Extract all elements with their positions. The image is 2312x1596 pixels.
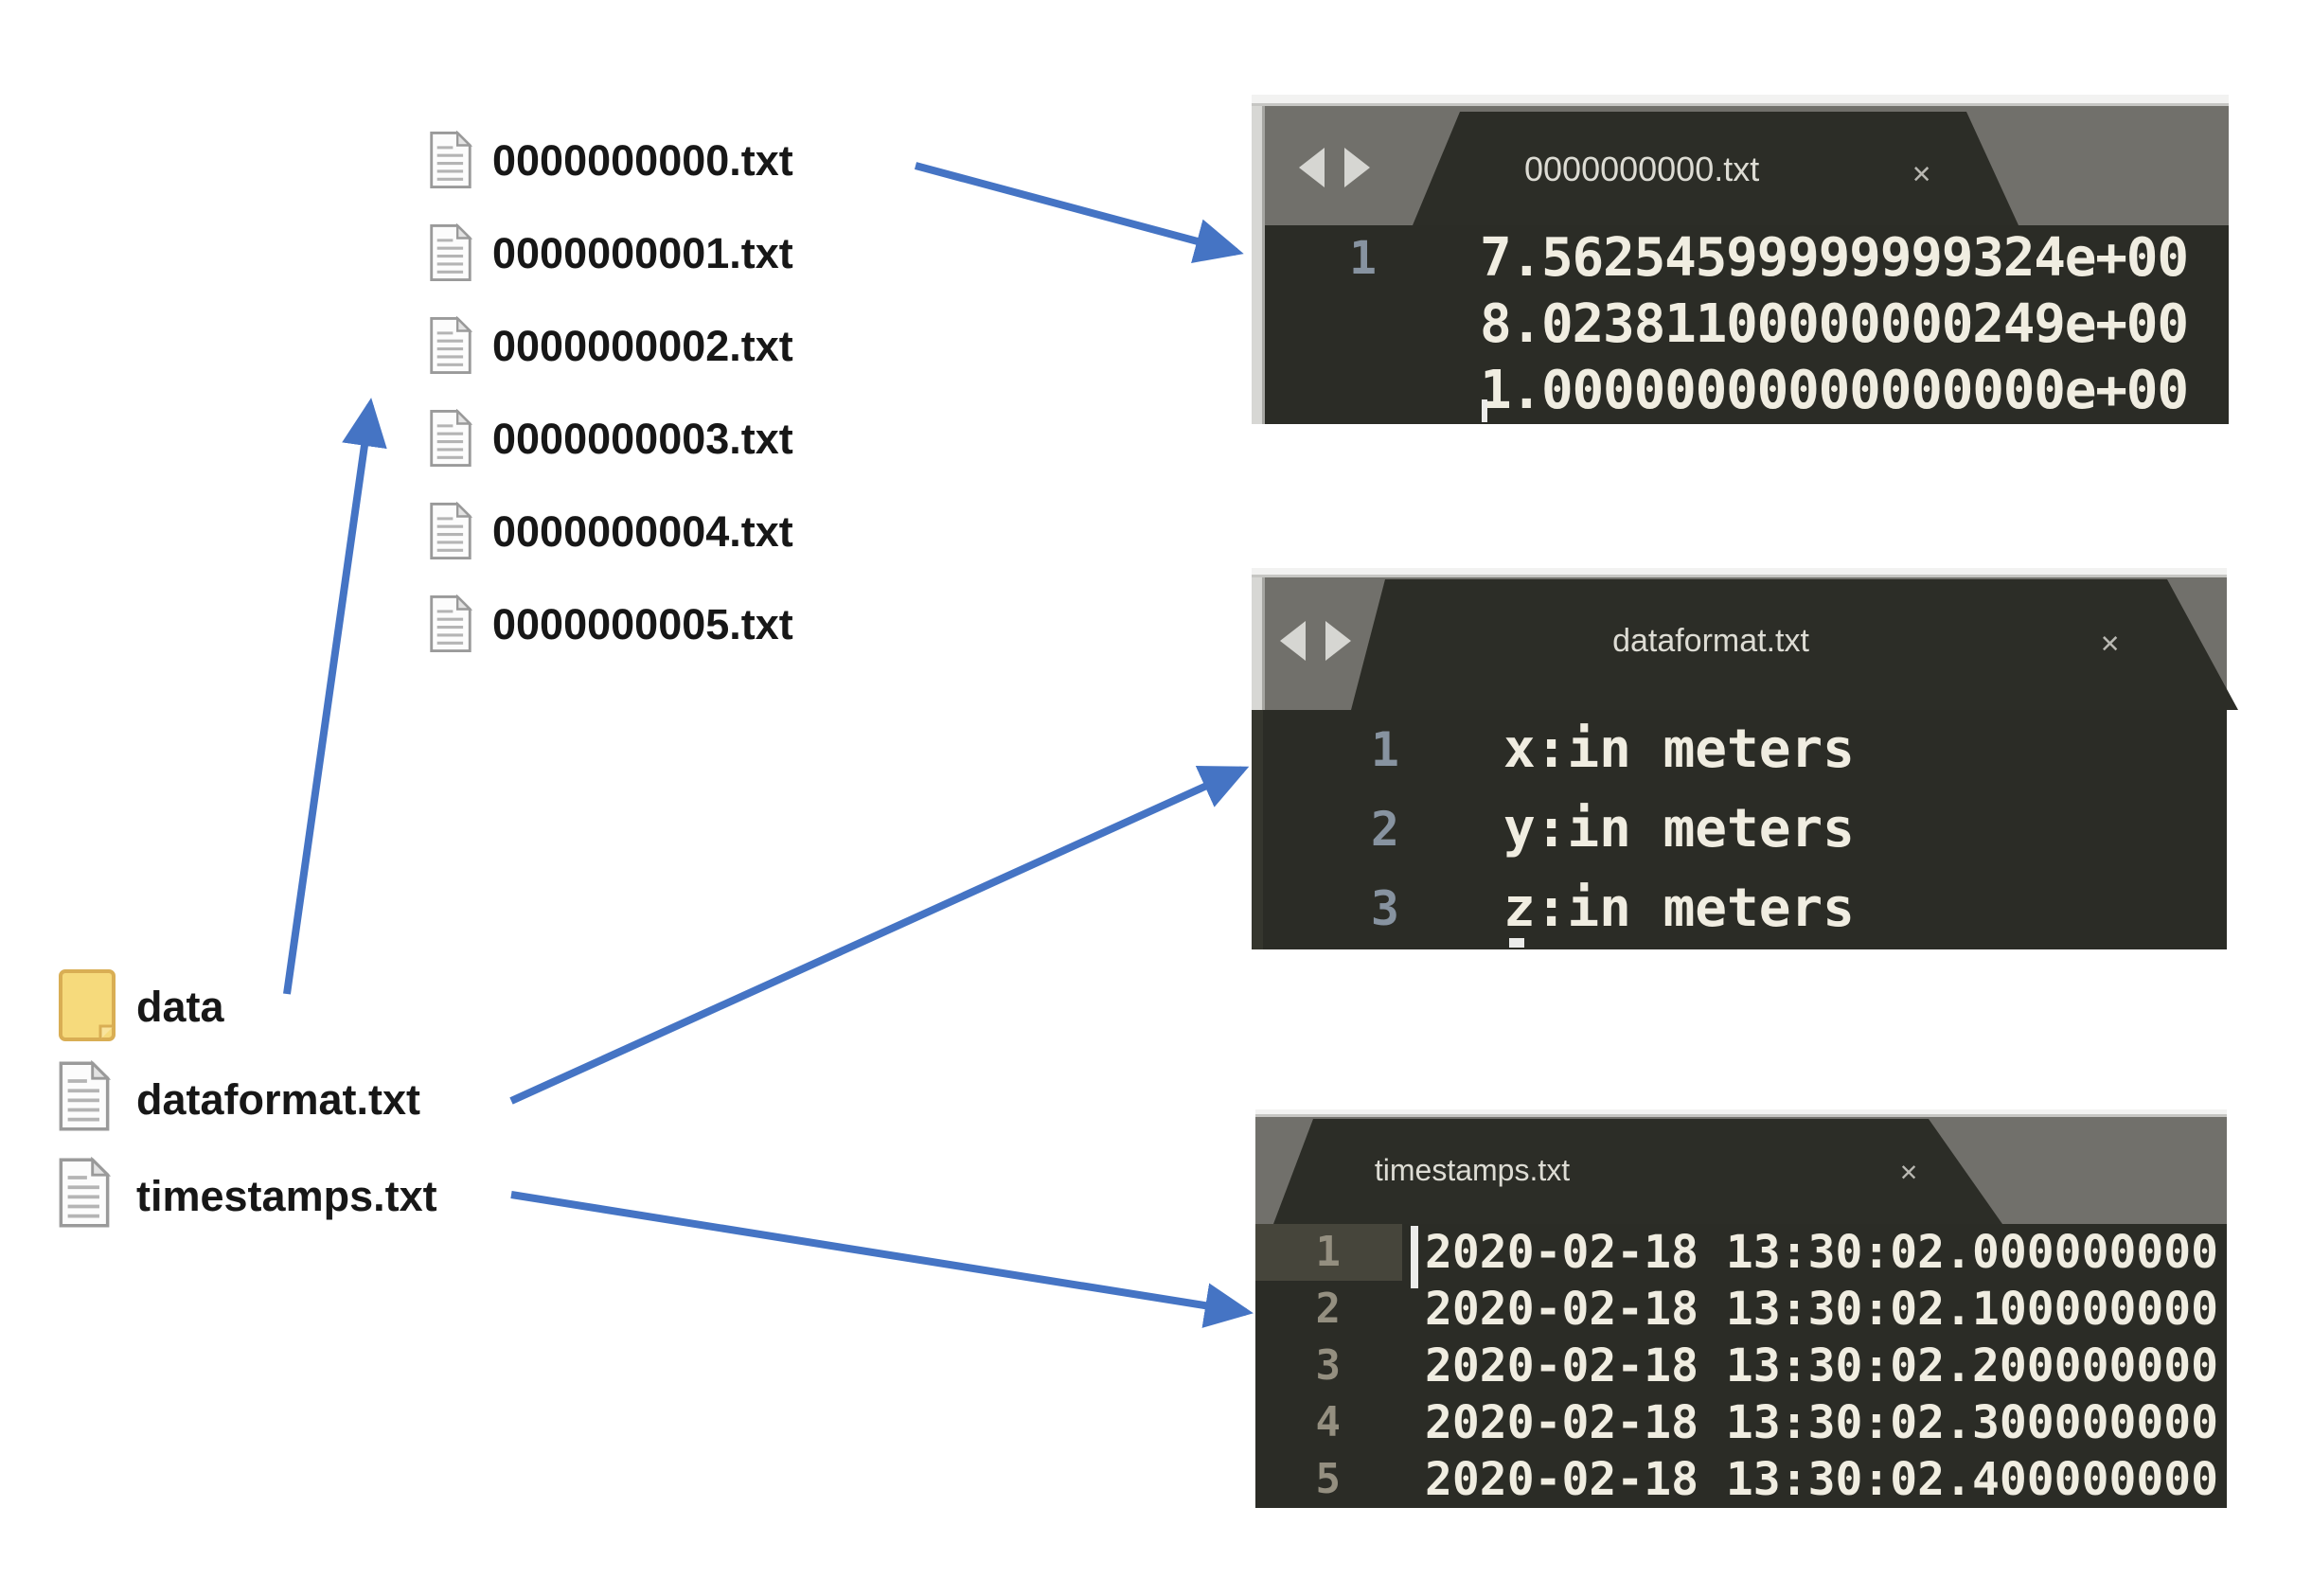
window-top-strip: [1252, 95, 2229, 106]
nav-back-icon[interactable]: [1299, 148, 1325, 187]
code-line: 8.02381100000000249e+00: [1265, 292, 2229, 358]
code-line: 2 2020-02-18 13:30:02.100000000: [1255, 1281, 2227, 1338]
document-icon: [428, 594, 473, 658]
document-icon: [57, 1059, 112, 1137]
code-text: 2020-02-18 13:30:02.100000000: [1425, 1283, 2219, 1336]
code-text: 7.56254599999999324e+00: [1480, 227, 2189, 289]
file-list-item[interactable]: 0000000004.txt: [417, 488, 947, 576]
folder-icon: [57, 967, 119, 1050]
code-text: y:in meters: [1503, 798, 1855, 860]
line-number: 3: [1315, 1341, 1342, 1390]
window-top-strip: [1255, 1109, 2227, 1117]
nav-forward-icon[interactable]: [1344, 148, 1370, 187]
line-number: [1265, 358, 1382, 424]
arrow-data-to-filelist: [283, 398, 387, 995]
code-line: 3 z:in meters: [1263, 869, 2227, 949]
text-caret: [1411, 1226, 1418, 1288]
line-number: [1265, 292, 1382, 358]
line-number: 3: [1370, 881, 1399, 936]
close-icon[interactable]: ✕: [1900, 1155, 1918, 1188]
tab-bar: timestamps.txt ✕: [1255, 1117, 2227, 1224]
code-line: 1 7.56254599999999324e+00: [1265, 225, 2229, 292]
explorer-item-dataformat[interactable]: dataformat.txt: [53, 1055, 640, 1145]
tab-bar: 0000000000.txt ✕: [1265, 106, 2229, 225]
code-line: 1 2020-02-18 13:30:02.000000000: [1255, 1224, 2227, 1281]
file-list-item[interactable]: 0000000003.txt: [417, 396, 947, 483]
explorer-item-label: dataformat.txt: [136, 1075, 421, 1124]
file-name: 0000000002.txt: [492, 322, 793, 370]
explorer-item-data[interactable]: data: [53, 962, 640, 1053]
line-number: 5: [1315, 1455, 1342, 1503]
line-number: 4: [1315, 1398, 1342, 1446]
arrow-file0-to-editor: [914, 162, 1244, 263]
file-list-item[interactable]: 0000000005.txt: [417, 581, 947, 668]
file-name: 0000000005.txt: [492, 600, 793, 648]
file-list-item[interactable]: 0000000000.txt: [417, 117, 947, 204]
file-name: 0000000000.txt: [492, 136, 793, 185]
code-text: x:in meters: [1503, 718, 1855, 780]
nav-back-icon[interactable]: [1280, 621, 1306, 661]
document-icon: [428, 130, 473, 194]
editor-content[interactable]: 1 2020-02-18 13:30:02.000000000 2 2020-02-1…: [1255, 1224, 2227, 1508]
tab-bar: dataformat.txt ✕: [1265, 577, 2238, 710]
editor-content[interactable]: 1 x:in meters 2 y:in meters 3 z:in meters: [1252, 710, 2227, 949]
code-text: 8.02381100000000249e+00: [1480, 293, 2189, 355]
nav-forward-icon[interactable]: [1325, 621, 1351, 661]
code-text: 2020-02-18 13:30:02.400000000: [1425, 1453, 2219, 1506]
code-line: 1.00000000000000000e+00: [1265, 358, 2229, 424]
editor-panel-dataformat: dataformat.txt ✕ 1 x:in meters 2 y:in meter…: [1252, 568, 2238, 949]
file-list-item[interactable]: 0000000001.txt: [417, 210, 947, 297]
code-line: 5 2020-02-18 13:30:02.400000000: [1255, 1451, 2227, 1508]
code-text: 2020-02-18 13:30:02.300000000: [1425, 1396, 2219, 1449]
editor-panel-timestamps: timestamps.txt ✕ 1 2020-02-18 13:30:02.00…: [1255, 1109, 2227, 1508]
document-icon: [428, 222, 473, 287]
tab-label: dataformat.txt: [1612, 623, 1809, 659]
document-icon: [57, 1156, 112, 1233]
line-number: 2: [1370, 802, 1399, 857]
code-line: 1 x:in meters: [1263, 710, 2227, 789]
text-caret: [1509, 938, 1524, 948]
line-number: 1: [1315, 1228, 1342, 1276]
window-top-strip: [1252, 568, 2227, 577]
close-icon[interactable]: ✕: [2101, 624, 2120, 660]
file-name: 0000000004.txt: [492, 507, 793, 556]
line-number: 1: [1370, 722, 1399, 777]
tab-timestamps[interactable]: timestamps.txt ✕: [1273, 1119, 2002, 1224]
tab-dataformat[interactable]: dataformat.txt ✕: [1351, 579, 2238, 710]
explorer-item-label: timestamps.txt: [136, 1172, 437, 1220]
code-text: 2020-02-18 13:30:02.200000000: [1425, 1339, 2219, 1392]
window-left-strip: [1252, 577, 1265, 710]
file-name: 0000000001.txt: [492, 229, 793, 277]
document-icon: [428, 408, 473, 472]
code-text: 2020-02-18 13:30:02.000000000: [1425, 1226, 2219, 1279]
code-line: 3 2020-02-18 13:30:02.200000000: [1255, 1338, 2227, 1394]
code-line: 4 2020-02-18 13:30:02.300000000: [1255, 1394, 2227, 1451]
code-text: z:in meters: [1503, 878, 1855, 939]
file-name: 0000000003.txt: [492, 415, 793, 463]
line-number: 1: [1349, 232, 1377, 285]
tab-datafile[interactable]: 0000000000.txt ✕: [1413, 112, 2019, 225]
text-caret: [1482, 399, 1487, 422]
code-line: 2 y:in meters: [1263, 789, 2227, 869]
tab-label: 0000000000.txt: [1524, 150, 1760, 188]
line-number: 2: [1315, 1285, 1342, 1333]
file-list-item[interactable]: 0000000002.txt: [417, 303, 947, 390]
window-left-strip: [1252, 106, 1265, 424]
close-icon[interactable]: ✕: [1912, 154, 1931, 190]
explorer-item-label: data: [136, 983, 224, 1031]
explorer-item-timestamps[interactable]: timestamps.txt: [53, 1151, 640, 1242]
tab-label: timestamps.txt: [1374, 1153, 1571, 1187]
document-icon: [428, 315, 473, 380]
code-text: 1.00000000000000000e+00: [1480, 360, 2189, 421]
editor-panel-datafile: 0000000000.txt ✕ 1 7.56254599999999324e+0…: [1252, 95, 2229, 424]
document-icon: [428, 501, 473, 565]
